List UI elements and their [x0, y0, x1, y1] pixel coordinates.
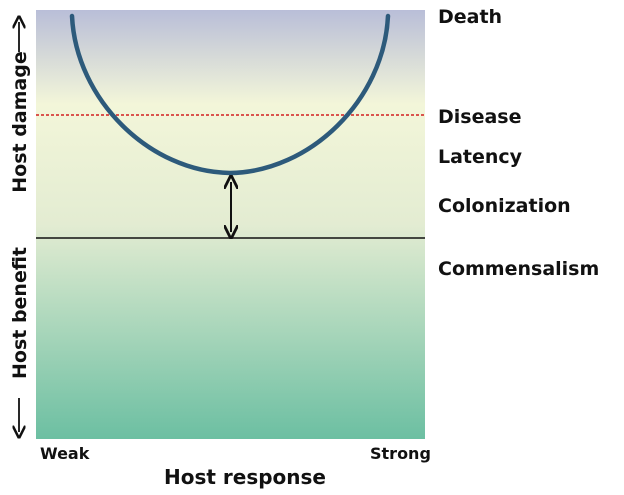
y-axis-bottom-label: Host benefit — [9, 247, 31, 379]
label-disease: Disease — [438, 106, 522, 128]
label-colonization: Colonization — [438, 195, 571, 217]
x-axis-title: Host response — [164, 465, 326, 489]
y-label-host-damage: Host damage — [9, 51, 31, 193]
y-label-host-benefit: Host benefit — [9, 247, 31, 379]
label-latency: Latency — [438, 146, 523, 168]
label-commensalism: Commensalism — [438, 258, 599, 280]
x-label-weak: Weak — [40, 444, 90, 463]
damage-response-curve — [69, 13, 391, 176]
label-death: Death — [438, 6, 502, 28]
y-axis-top-label: Host damage — [9, 51, 31, 193]
x-label-strong: Strong — [370, 444, 431, 463]
